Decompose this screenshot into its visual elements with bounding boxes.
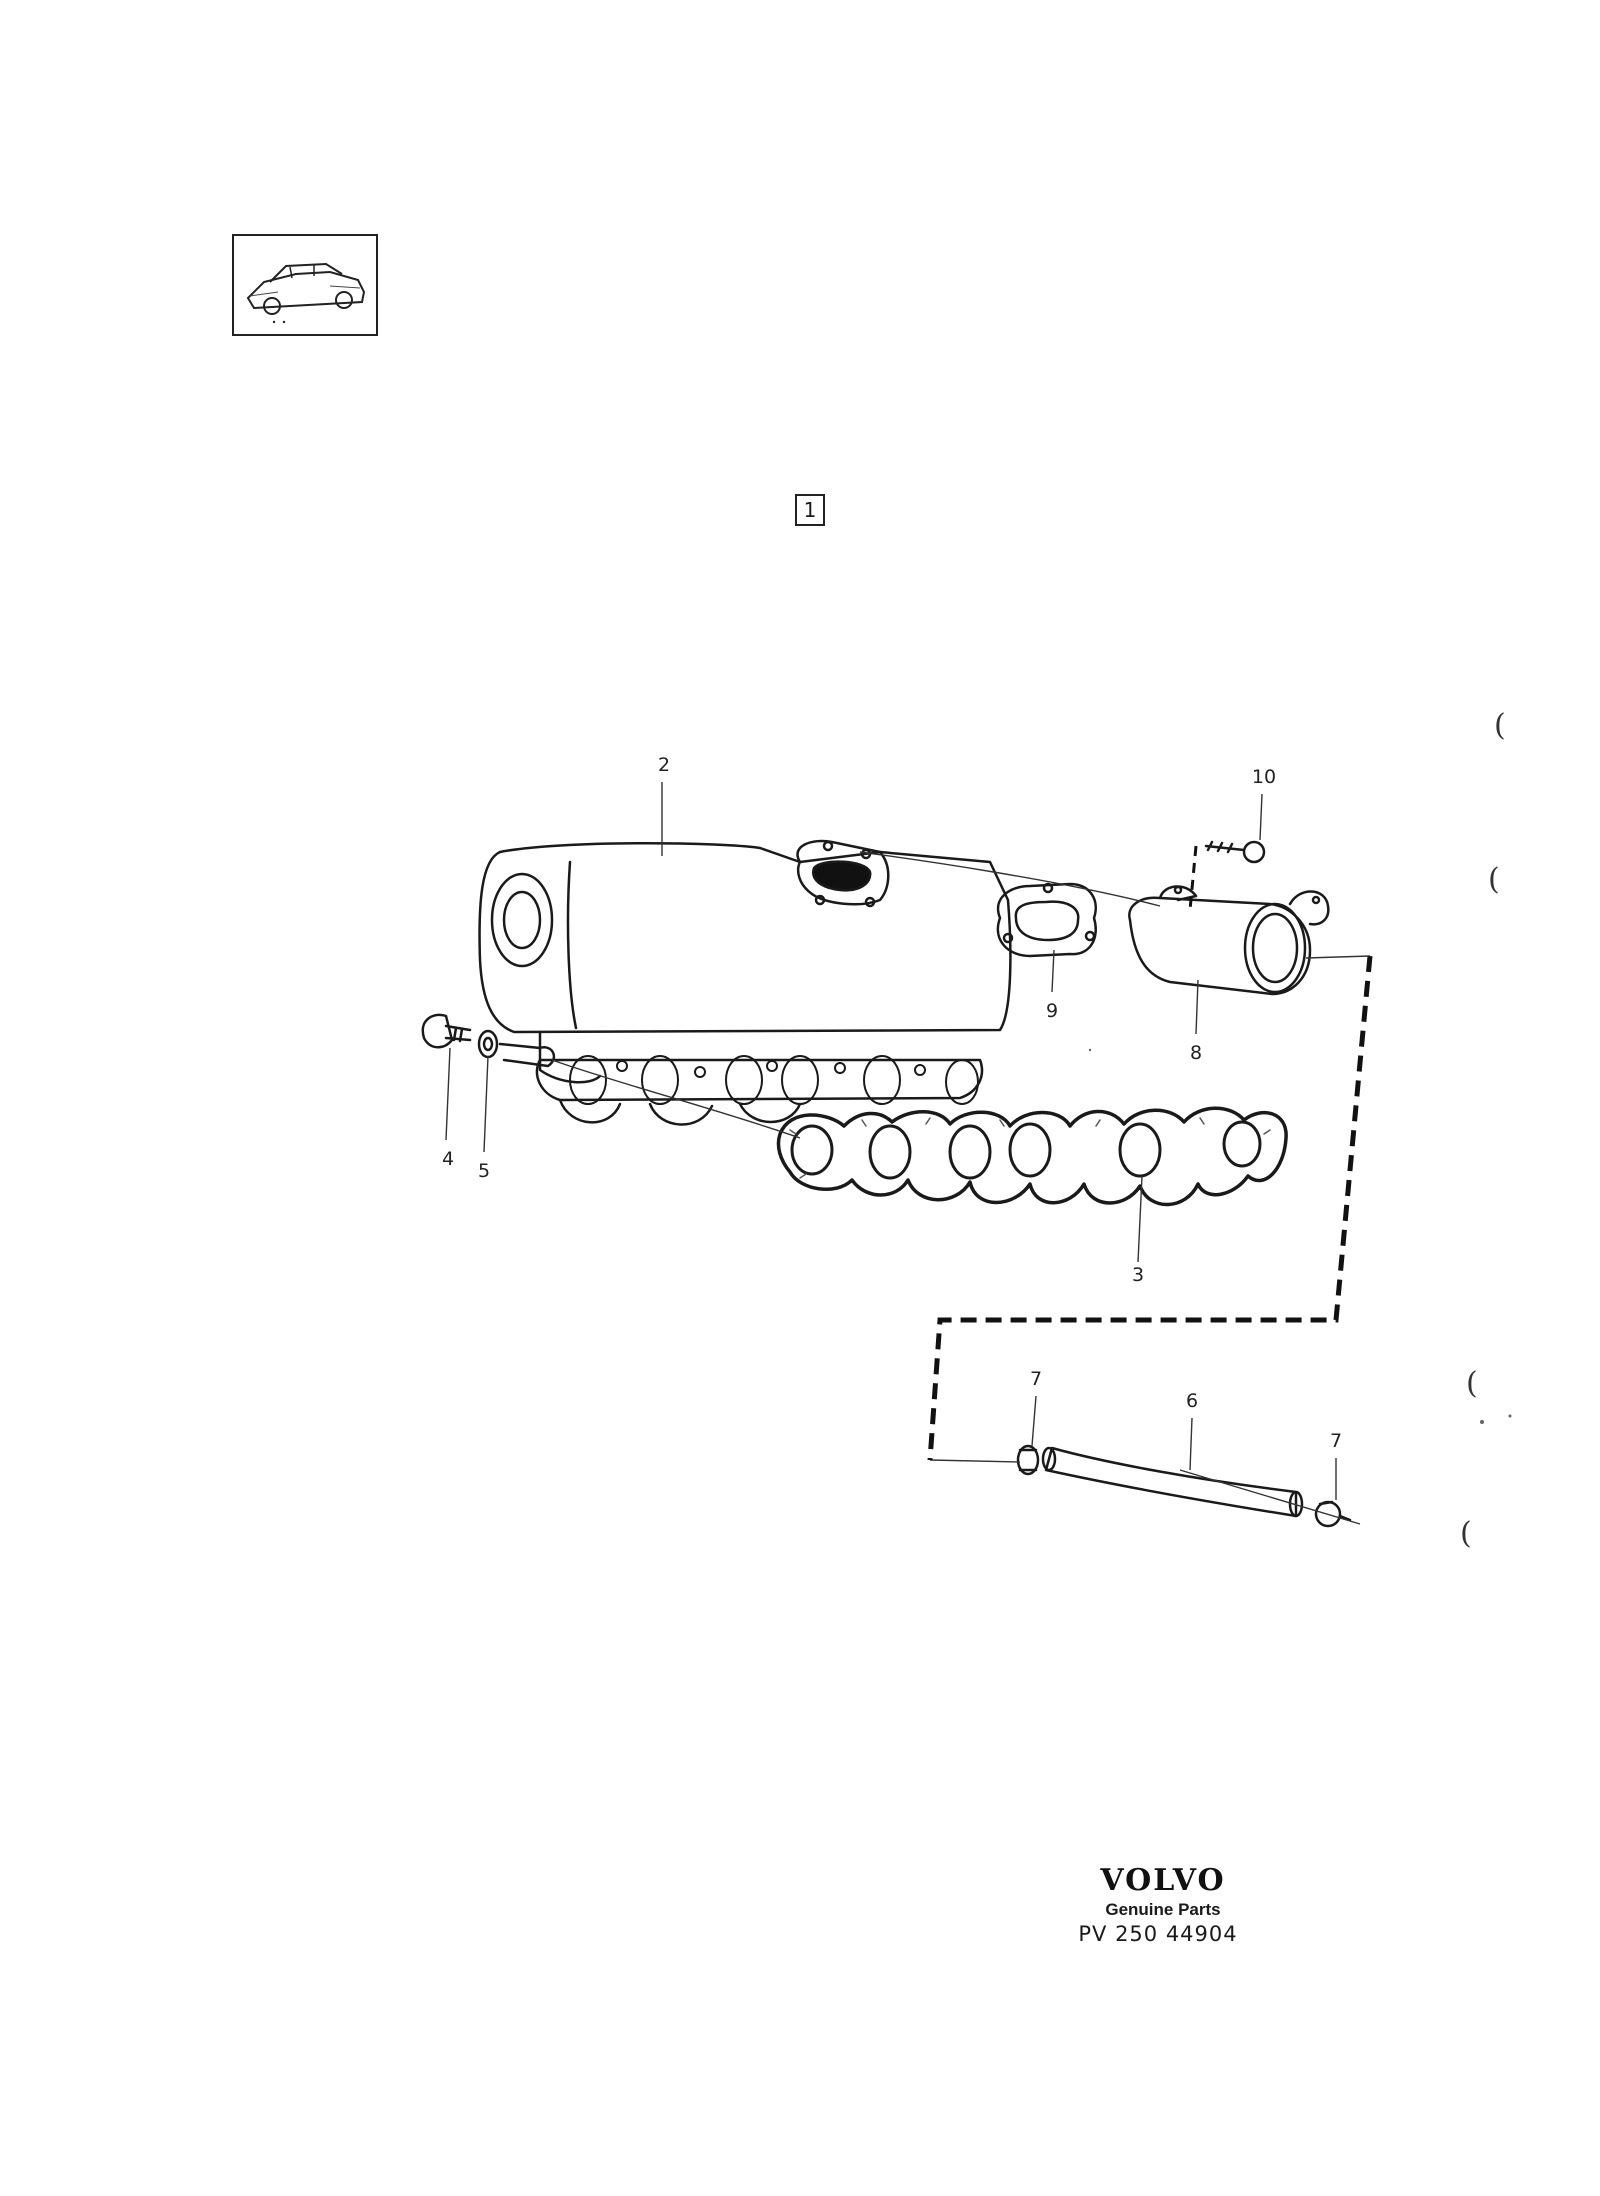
callout-10: 10 [1251, 766, 1277, 788]
group-number-box: 1 [795, 494, 825, 526]
dashed-route-bolt [1188, 845, 1198, 911]
callout-4: 4 [441, 1148, 455, 1170]
callout-6: 6 [1185, 1390, 1199, 1412]
hose-clamp-right [1314, 1500, 1352, 1528]
outlet-pipe [1128, 885, 1330, 996]
leader-3 [1137, 1175, 1143, 1263]
washer-5 [477, 1029, 499, 1059]
callout-7-right: 7 [1329, 1430, 1343, 1452]
margin-mark: ( [1466, 1366, 1478, 1401]
volvo-logo: VOLVO [1100, 1863, 1226, 1898]
hose-join-line [929, 1459, 1021, 1463]
margin-mark: ( [1494, 708, 1506, 743]
outlet-gasket [996, 882, 1097, 958]
hose-6 [1041, 1446, 1304, 1518]
brand-subtitle: Genuine Parts [1105, 1900, 1221, 1919]
margin-mark: ( [1488, 862, 1500, 897]
vehicle-thumbnail [232, 234, 378, 336]
callout-2: 2 [657, 754, 671, 776]
hose-axis-line [1179, 1469, 1361, 1525]
callout-3: 3 [1131, 1264, 1145, 1286]
manifold-gasket [776, 1106, 1288, 1207]
leader-8 [1195, 979, 1199, 1035]
bolt-4 [421, 1013, 472, 1049]
dashed-route [927, 955, 1373, 1461]
intake-manifold [478, 839, 1012, 1126]
margin-mark: ( [1460, 1516, 1472, 1551]
leader-9 [1051, 949, 1055, 993]
leader-7a [1031, 1395, 1037, 1447]
car-icon [246, 262, 366, 324]
scan-specks [1088, 1048, 1512, 1424]
callout-5: 5 [477, 1160, 491, 1182]
leader-10 [1259, 793, 1263, 841]
stud [498, 1042, 556, 1068]
assembly-line-gasket [551, 1059, 801, 1139]
assembly-line-top [859, 851, 1161, 907]
bolt-10 [1204, 840, 1266, 864]
hose-clamp-left [1016, 1444, 1040, 1476]
brand-block: VOLVO Genuine Parts PV 250 44904 [1078, 1863, 1248, 1946]
callout-8: 8 [1189, 1042, 1203, 1064]
callout-7-left: 7 [1029, 1368, 1043, 1390]
leader-4 [445, 1047, 451, 1141]
part-catalog-code: PV 250 44904 [1078, 1922, 1238, 1946]
callout-9: 9 [1045, 1000, 1059, 1022]
leader-6 [1189, 1417, 1193, 1471]
leader-5 [483, 1055, 489, 1153]
